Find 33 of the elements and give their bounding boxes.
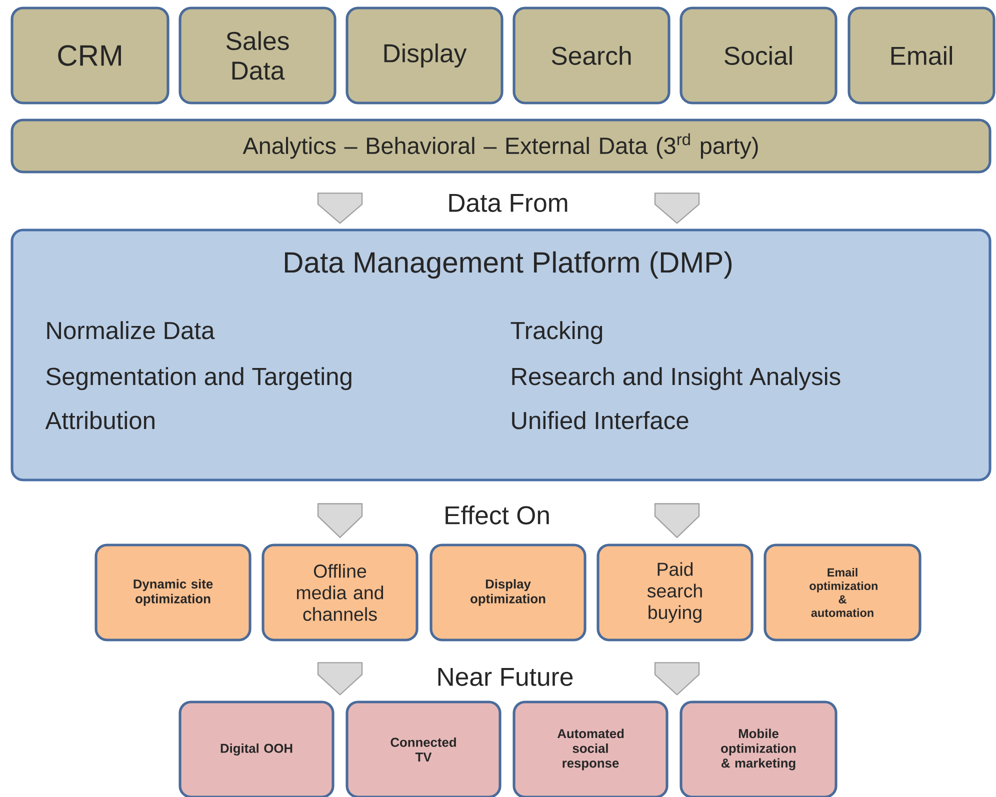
- channel-box: Email optimization & automation: [764, 544, 922, 642]
- list-item: Segmentation and Targeting: [46, 367, 352, 390]
- source-box: Display: [346, 6, 504, 104]
- platform-box: [10, 228, 992, 482]
- list-item: Unified Interface: [512, 411, 688, 430]
- box-title: Data Management Platform (DMP): [284, 251, 732, 279]
- channel-box: Dynamic site optimization: [94, 544, 252, 642]
- chevron-arrow: [317, 662, 363, 696]
- list-item: Tracking: [510, 321, 602, 344]
- list-item: Research and Insight Analysis: [512, 367, 840, 390]
- stage-label: Effect On: [446, 506, 549, 524]
- source-box: Search: [512, 6, 670, 104]
- list-item: Attribution: [45, 411, 154, 430]
- chevron-arrow: [317, 192, 363, 224]
- channel-box: Paid search buying: [596, 544, 754, 642]
- channel-box: Offline media and channels: [262, 544, 418, 642]
- source-box: Email: [848, 6, 996, 104]
- channel-box: Automated social response: [512, 700, 668, 797]
- stage-label: Near Future: [438, 668, 573, 686]
- channel-box: Mobile optimization & marketing: [680, 700, 838, 797]
- source-box: Social: [680, 6, 838, 104]
- channel-box: Digital OOH: [178, 700, 334, 797]
- channel-box: Connected TV: [346, 700, 502, 797]
- list-item: Normalize Data: [47, 321, 215, 340]
- data-band: Analytics – Behavioral – External Data (3$^{rd}$ party): [10, 118, 992, 174]
- chevron-arrow: [654, 503, 700, 538]
- chevron-arrow: [654, 662, 700, 696]
- chevron-arrow: [654, 192, 700, 224]
- source-box: CRM: [10, 6, 170, 104]
- chevron-arrow: [317, 503, 363, 538]
- stage-label: Data From: [449, 194, 568, 212]
- source-box: Sales Data: [178, 6, 336, 104]
- channel-box: Display optimization: [430, 544, 586, 642]
